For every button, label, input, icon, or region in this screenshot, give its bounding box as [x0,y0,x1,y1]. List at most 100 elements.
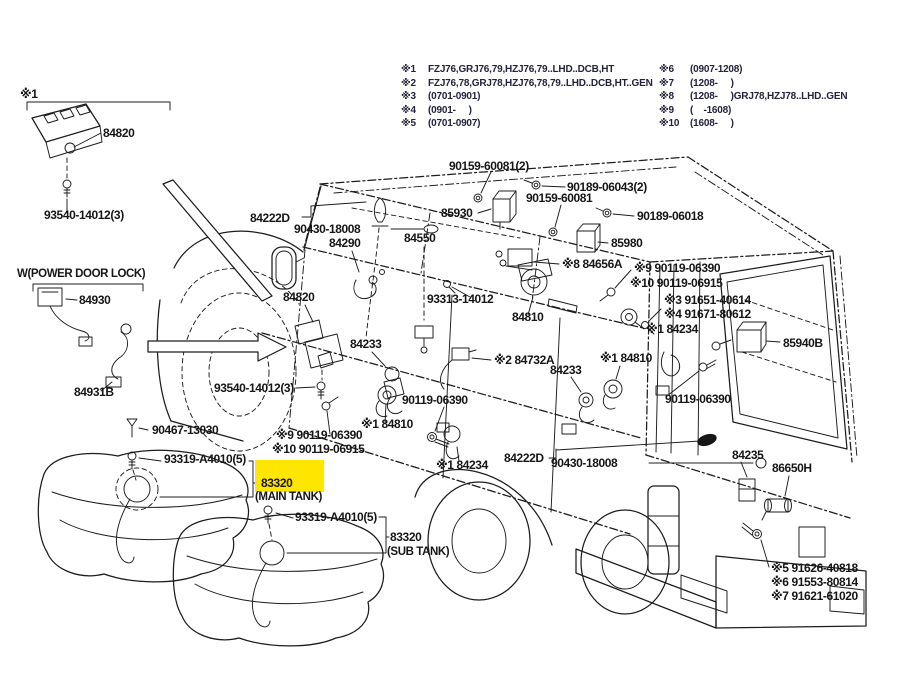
part-label-93319-A4010b[interactable]: 93319-A4010(5) [295,510,378,524]
part-label-84550[interactable]: 84550 [404,231,436,245]
bolt-glyph-91626 [741,522,762,539]
part-labels: ※1 84820 93540-14012(3) W(POWER DOOR LOC… [17,87,859,603]
part-label-84810-n1b[interactable]: ※1 84810 [600,351,653,365]
part-label-93313-14012[interactable]: 93313-14012 [427,292,494,306]
highlight-box [255,460,324,492]
part-label-83320-sub[interactable]: 83320 [390,530,422,544]
bell-84810-glyph [517,258,553,296]
part-label-90189-06043-2[interactable]: 90189-06043(2) [567,180,648,194]
legend-desc: (0901- ) [428,105,472,116]
part-label-93540-14012b[interactable]: 93540-14012(3) [214,381,295,395]
screw-glyph-91651 [641,321,655,335]
part-label-90119-06915-n10[interactable]: ※10 90119-06915 [272,442,366,456]
sub-fuel-tank [172,505,385,647]
legend-ref: ※9 [659,104,675,116]
part-label-91621-61020-n7[interactable]: ※7 91621-61020 [771,589,859,603]
part-label-84234-n1b[interactable]: ※1 84234 [646,322,699,336]
clip-glyph-90467 [126,418,138,438]
part-label-84222D-rear[interactable]: 84222D [504,451,545,465]
part-label-91671-80612-n4[interactable]: ※4 91671-80612 [664,307,752,321]
part-label-85980[interactable]: 85980 [611,236,643,250]
part-label-90467-13030[interactable]: 90467-13030 [152,423,219,437]
wheels [414,469,670,615]
part-label-85930[interactable]: 85930 [441,206,473,220]
legend-ref: ※10 [659,117,680,129]
part-label-90430-18008[interactable]: 90430-18008 [294,222,361,236]
part-label-90430-18008-rear[interactable]: 90430-18008 [551,456,618,470]
part-label-84233b[interactable]: 84233 [550,363,582,377]
part-label-84233[interactable]: 84233 [350,337,382,351]
diagonal-pointer-arrow [162,179,273,302]
bracket-84656A-glyph [495,248,533,271]
section-title-power-door-lock: W(POWER DOOR LOCK) [17,268,146,280]
part-label-90119-06390b[interactable]: 90119-06390 [665,392,732,406]
part-label-84931B[interactable]: 84931B [74,385,115,399]
part-label-84234-n1[interactable]: ※1 84234 [436,458,489,472]
bolt-glyph-90119-left [321,396,339,411]
part-label-91626-40818-n5[interactable]: ※5 91626-40818 [771,561,859,575]
legend-desc: (1608- ) [690,118,734,129]
clamp-84550-glyph [414,325,434,354]
part-label-84930[interactable]: 84930 [79,293,111,307]
bolt-glyph-90119-floor [427,432,450,448]
legend-ref: ※1 [401,63,417,75]
legend-desc: (1208- ) [690,78,734,89]
connector-84732A-glyph [440,347,477,390]
part-label-84290[interactable]: 84290 [329,236,361,250]
legend-ref: ※8 [659,90,675,102]
part-label-84732A-n2[interactable]: ※2 84732A [494,353,555,367]
nut-glyph-90159b [548,227,558,237]
part-label-93540-14012[interactable]: 93540-14012(3) [44,208,125,222]
part-label-84810[interactable]: 84810 [512,310,544,324]
part-label-93319-A4010[interactable]: 93319-A4010(5) [164,452,247,466]
horizontal-pointer-arrow [147,332,287,362]
screw-glyph-93540-topleft [62,179,72,198]
note-main-tank: (MAIN TANK) [255,491,322,503]
pointer-arrows [147,179,287,362]
door-lock-actuator-glyph [294,319,344,381]
part-label-90119-06390[interactable]: 90119-06390 [402,393,469,407]
part-label-90119-06915-n10b[interactable]: ※10 90119-06915 [630,276,724,290]
part-label-91553-80814-n6[interactable]: ※6 91553-80814 [771,575,859,589]
part-label-84820-door[interactable]: 84820 [283,290,315,304]
part-label-90119-06390-n9[interactable]: ※9 90119-06390 [276,428,363,442]
lock-84810-glyph-rear [602,379,623,410]
legend-ref: ※2 [401,77,417,89]
nut-glyph-90189b [595,207,612,218]
legend-desc: FZJ76,78,GRJ78,HZJ76,78,79..LHD..DCB,HT.… [428,78,653,89]
legend-desc: (0701-0901) [428,91,480,102]
leader-lines [26,101,790,568]
part-glyphs [31,103,792,539]
screw-glyph-93540-door [316,381,326,400]
bolt-glyph-90119-rear [599,287,616,302]
part-label-86650H[interactable]: 86650H [772,461,812,475]
section-marker-1: ※1 [20,87,38,101]
part-label-84820[interactable]: 84820 [103,126,135,140]
sensor-86650H-glyph [761,498,792,521]
lock-84234-glyph-rear [620,308,681,396]
part-label-90119-06390-n9b[interactable]: ※9 90119-06390 [634,261,721,275]
legend-ref: ※4 [401,104,417,116]
lock-84234-glyph-center [436,422,461,460]
legend: ※1 FZJ76,GRJ76,79,HZJ76,79..LHD..DCB,HT … [401,63,848,129]
part-label-84810-n1[interactable]: ※1 84810 [361,417,414,431]
part-label-91651-40614-n3[interactable]: ※3 91651-40614 [664,293,752,307]
part-label-90159-60081-2[interactable]: 90159-60081(2) [449,159,530,173]
part-label-85940B[interactable]: 85940B [783,336,824,350]
legend-ref: ※5 [401,117,417,129]
part-label-84656A-n8[interactable]: ※8 84656A [562,257,623,271]
part-label-90189-06018[interactable]: 90189-06018 [637,209,704,223]
part-label-84235[interactable]: 84235 [732,448,764,462]
part-label-84222D[interactable]: 84222D [250,211,291,225]
main-fuel-tank [37,449,250,583]
bracket-84235-glyph [738,478,756,502]
part-label-90159-60081[interactable]: 90159-60081 [526,191,593,205]
part-label-83320-main-highlighted[interactable]: 83320 [261,476,293,490]
legend-desc: (0701-0907) [428,118,480,129]
relay-85930-glyph [492,190,517,230]
switch-84931B-glyph [105,323,132,388]
screw-glyph-93319-sub [263,505,273,541]
relay-84930-glyph [37,287,93,347]
